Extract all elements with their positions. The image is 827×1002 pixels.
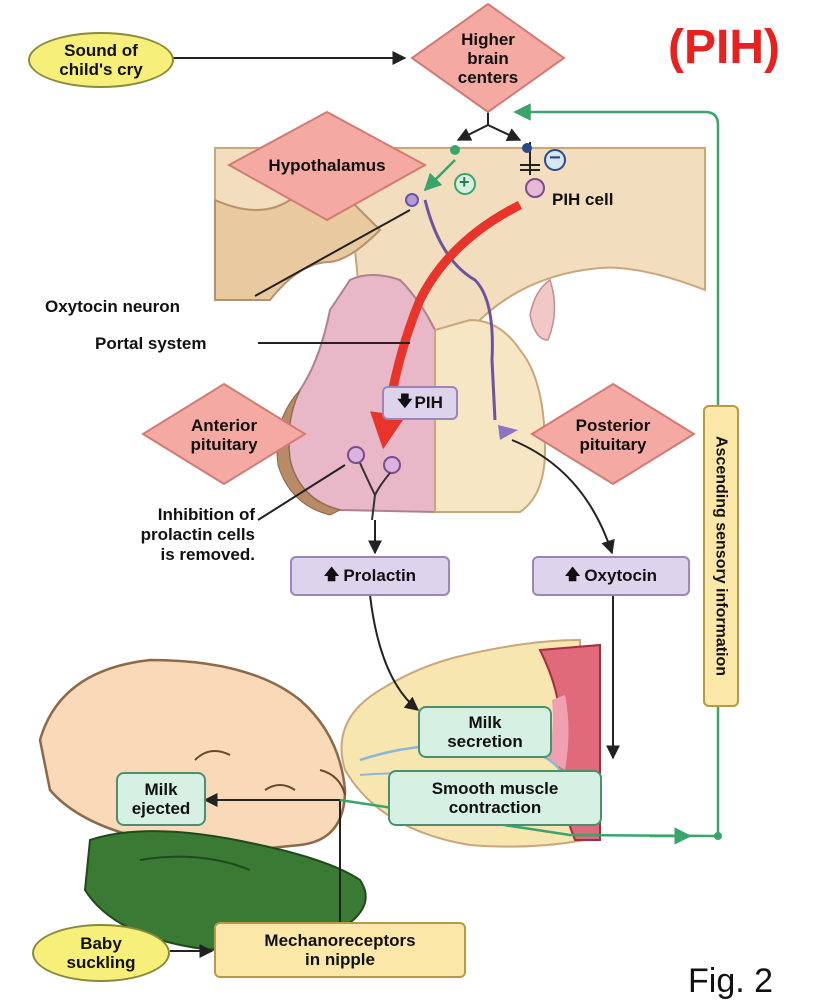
ascending-sensory-information-box: Ascending sensory information [703, 405, 739, 707]
up-arrow-icon: 🡅 [565, 564, 580, 589]
milk-secretion-box: Milk secretion [418, 706, 552, 758]
pih-decrease-label: PIH [415, 393, 443, 413]
figure-label: Fig. 2 [688, 962, 773, 1001]
oxytocin-increase-box: 🡅 Oxytocin [532, 556, 690, 596]
hypothalamus-label: Hypothalamus [237, 152, 417, 178]
oxytocin-label: Oxytocin [584, 566, 657, 586]
oxytocin-neuron-label: Oxytocin neuron [45, 297, 180, 317]
inhibition-of-prolactin-label: Inhibition of prolactin cells is removed… [80, 505, 255, 565]
down-arrow-icon: 🡇 [397, 391, 412, 416]
prolactin-label: Prolactin [343, 566, 416, 586]
pih-cell-label: PIH cell [552, 190, 613, 210]
minus-sign: − [549, 147, 561, 170]
prolactin-increase-box: 🡅 Prolactin [290, 556, 450, 596]
anterior-pituitary-label: Anterior pituitary [164, 412, 284, 458]
ascending-sensory-information-label: Ascending sensory information [712, 436, 731, 676]
posterior-pituitary-label: Posterior pituitary [553, 412, 673, 458]
baby-suckling-label: Baby suckling [32, 924, 170, 982]
mechanoreceptors-in-nipple-box: Mechanoreceptors in nipple [214, 922, 466, 978]
pih-decrease-box: 🡇 PIH [382, 386, 458, 420]
page-title: (PIH) [668, 20, 780, 75]
smooth-muscle-contraction-box: Smooth muscle contraction [388, 770, 602, 826]
plus-sign: + [459, 172, 470, 193]
higher-brain-centers-label: Higher brain centers [432, 20, 544, 96]
milk-ejected-box: Milk ejected [116, 772, 206, 826]
up-arrow-icon: 🡅 [324, 564, 339, 589]
sound-of-childs-cry-label: Sound of child's cry [28, 32, 174, 88]
portal-system-label: Portal system [95, 334, 207, 354]
